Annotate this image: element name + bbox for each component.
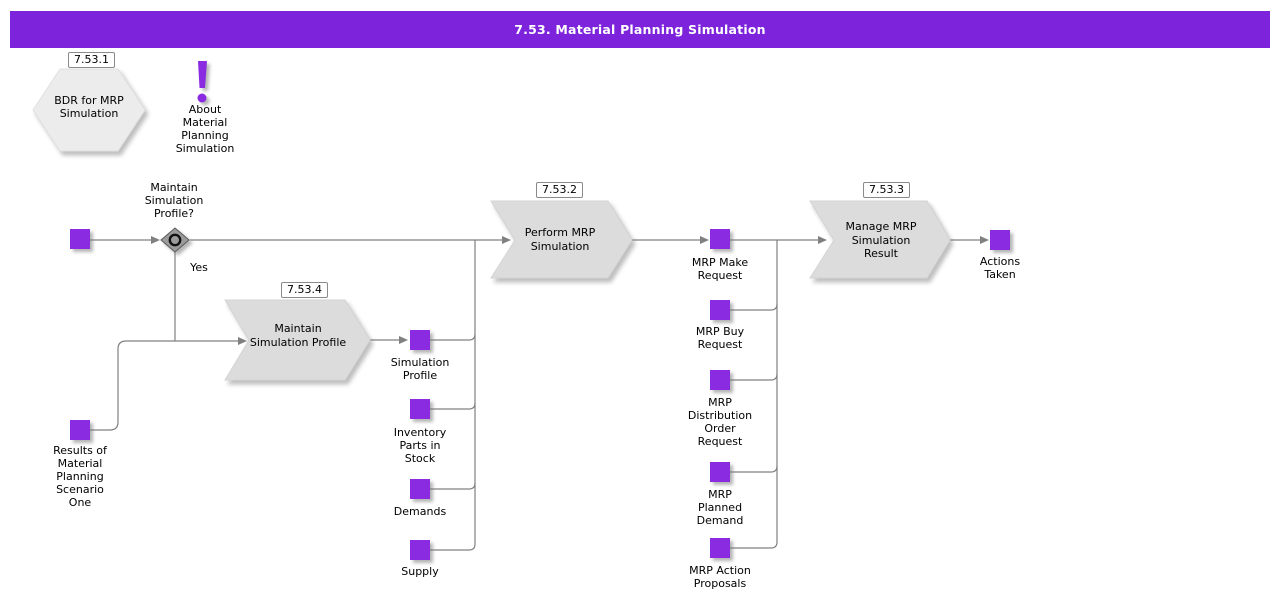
actions-taken-square[interactable] [990, 230, 1010, 250]
connector-results-to-maintain [90, 340, 238, 431]
page-title: 7.53. Material Planning Simulation [514, 22, 766, 37]
yes-branch-label: Yes [190, 261, 208, 274]
connector-simprofile-stub [430, 333, 476, 341]
decision-diamond-ring [168, 233, 182, 247]
data-squares [70, 229, 1010, 560]
about-exclamation-icon[interactable] [197, 61, 208, 103]
mrp-action-proposals-label: MRP Action Proposals [689, 564, 751, 590]
arrowhead-into-perform [502, 236, 511, 244]
decision-diamond-shape [160, 227, 190, 253]
actions-taken-label: Actions Taken [979, 255, 1021, 281]
mrp-make-request-label: MRP Make Request [691, 256, 749, 282]
mrp-make-request-square[interactable] [710, 229, 730, 249]
mrp-buy-request-label: MRP Buy Request [695, 325, 745, 351]
demands-square[interactable] [410, 479, 430, 499]
simulation-profile-square[interactable] [410, 330, 430, 350]
supply-label: Supply [401, 565, 439, 578]
simulation-profile-label: Simulation Profile [390, 356, 450, 382]
maintain-chevron[interactable] [224, 299, 371, 381]
connector-action-trunk [730, 240, 778, 549]
inventory-label: Inventory Parts in Stock [393, 426, 447, 465]
maintain-label: Maintain Simulation Profile [249, 322, 347, 349]
supply-square[interactable] [410, 540, 430, 560]
ref-badge-maintain: 7.53.4 [281, 282, 328, 298]
manage-label: Manage MRP Simulation Result [845, 220, 917, 260]
mrp-distribution-label: MRP Distribution Order Request [687, 396, 753, 448]
connector-dist-stub [730, 373, 778, 381]
arrowheads [151, 236, 989, 345]
arrowhead-into-simprofile [399, 336, 408, 344]
ref-badge-manage: 7.53.3 [863, 182, 910, 198]
connector-supply-trunk [430, 240, 476, 551]
mrp-planned-demand-square[interactable] [710, 462, 730, 482]
mrp-action-proposals-square[interactable] [710, 538, 730, 558]
mrp-planned-demand-label: MRP Planned Demand [696, 488, 744, 527]
arrowhead-into-decision [151, 236, 160, 244]
manage-chevron[interactable] [809, 200, 951, 279]
mrp-distribution-square[interactable] [710, 370, 730, 390]
perform-label: Perform MRP Simulation [524, 226, 596, 253]
bdr-hexagon[interactable] [32, 68, 146, 152]
exclamation-dot [197, 93, 207, 103]
diagram-title-bar: 7.53. Material Planning Simulation [10, 11, 1270, 48]
demands-label: Demands [393, 505, 447, 518]
connector-inventory-stub [430, 402, 476, 410]
perform-chevron[interactable] [490, 200, 633, 279]
exclamation-bar [198, 61, 207, 88]
bdr-label: BDR for MRP Simulation [54, 94, 124, 120]
decision-diamond [160, 227, 190, 253]
arrowhead-into-maintain [238, 337, 247, 345]
connector-buy-stub [730, 303, 778, 311]
about-label: About Material Planning Simulation [175, 103, 235, 155]
arrowhead-into-make [700, 236, 709, 244]
results-label: Results of Material Planning Scenario On… [53, 444, 107, 509]
ref-badge-bdr: 7.53.1 [68, 52, 115, 68]
connector-planned-stub [730, 465, 778, 473]
results-square[interactable] [70, 420, 90, 440]
arrowhead-into-manage [818, 236, 827, 244]
decision-label: Maintain Simulation Profile? [144, 181, 204, 220]
connectors [90, 239, 980, 551]
mrp-buy-request-square[interactable] [710, 300, 730, 320]
start-square[interactable] [70, 229, 90, 249]
arrowhead-into-actions-taken [980, 236, 989, 244]
inventory-square[interactable] [410, 399, 430, 419]
connector-demands-stub [430, 482, 476, 490]
ref-badge-perform: 7.53.2 [536, 182, 583, 198]
